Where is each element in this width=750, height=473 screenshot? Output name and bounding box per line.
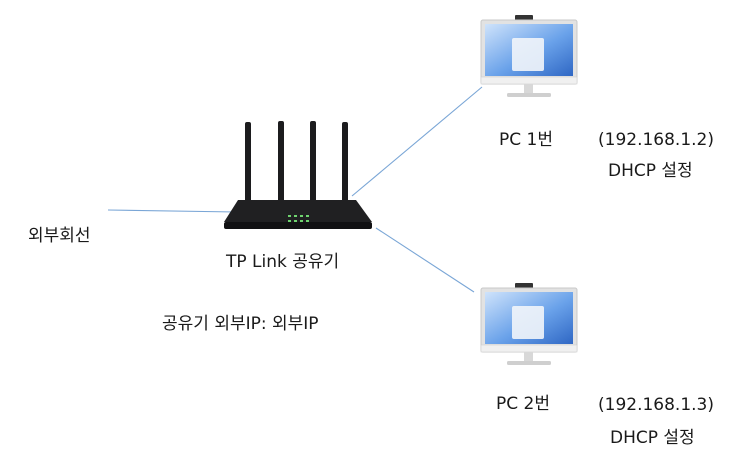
router-body — [224, 200, 372, 222]
line-router-to-pc2 — [375, 227, 475, 293]
pc2-ip: (192.168.1.3) — [598, 395, 715, 415]
line-router-to-pc1 — [351, 86, 483, 197]
pc1-monitor-icon — [480, 15, 578, 97]
connection-lines — [107, 86, 483, 293]
router-antenna — [342, 122, 348, 204]
router-icon — [224, 121, 372, 229]
pc2-monitor-icon — [480, 283, 578, 365]
start-menu — [512, 38, 544, 71]
pc1-ip: (192.168.1.2) — [598, 130, 715, 150]
pc2-dhcp-label: DHCP 설정 — [610, 428, 695, 448]
monitor-stand — [524, 352, 533, 362]
router-antenna — [245, 122, 251, 204]
pc1-dhcp-label: DHCP 설정 — [608, 161, 693, 181]
external-line-label: 외부회선 — [28, 226, 91, 246]
router-antenna — [278, 121, 284, 203]
router-leds — [288, 215, 309, 222]
router-front — [224, 222, 372, 229]
monitor-base — [507, 93, 551, 97]
line-external-to-router — [107, 209, 237, 213]
start-menu — [512, 306, 544, 339]
router-wan-ip-label: 공유기 외부IP: 외부IP — [162, 314, 319, 334]
pc1-label: PC 1번 — [499, 130, 553, 150]
router-antenna — [310, 121, 316, 203]
monitor-stand — [524, 84, 533, 94]
monitor-base — [507, 361, 551, 365]
router-label: TP Link 공유기 — [226, 252, 340, 272]
pc2-label: PC 2번 — [496, 394, 550, 414]
